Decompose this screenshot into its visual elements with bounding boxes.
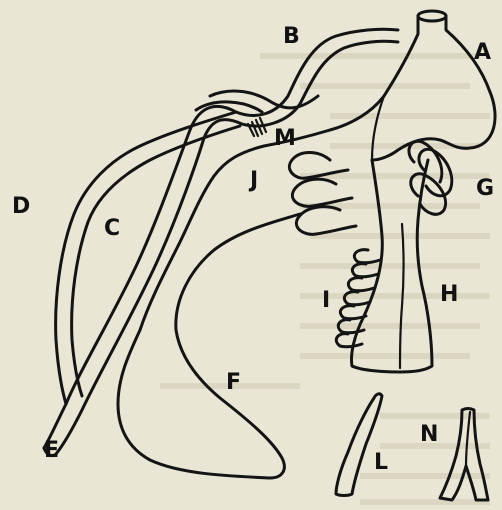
label-I: I (322, 290, 330, 312)
label-A: A (474, 42, 491, 64)
label-M: M (274, 128, 296, 150)
detached-duct-L (336, 394, 382, 496)
label-H: H (440, 284, 458, 306)
looping-duct-B-D-E (44, 29, 398, 455)
label-F: F (226, 372, 241, 394)
background-show-through (160, 56, 490, 502)
label-C: C (104, 218, 120, 240)
duct-C-and-sac-F (118, 130, 330, 478)
label-D: D (12, 196, 30, 218)
label-E: E (44, 440, 59, 462)
label-L: L (374, 452, 388, 474)
label-B: B (283, 26, 300, 48)
label-G: G (476, 178, 494, 200)
forked-duct-N (440, 409, 488, 501)
label-J: J (250, 170, 258, 192)
label-N: N (420, 424, 438, 446)
loops-J (289, 153, 356, 235)
